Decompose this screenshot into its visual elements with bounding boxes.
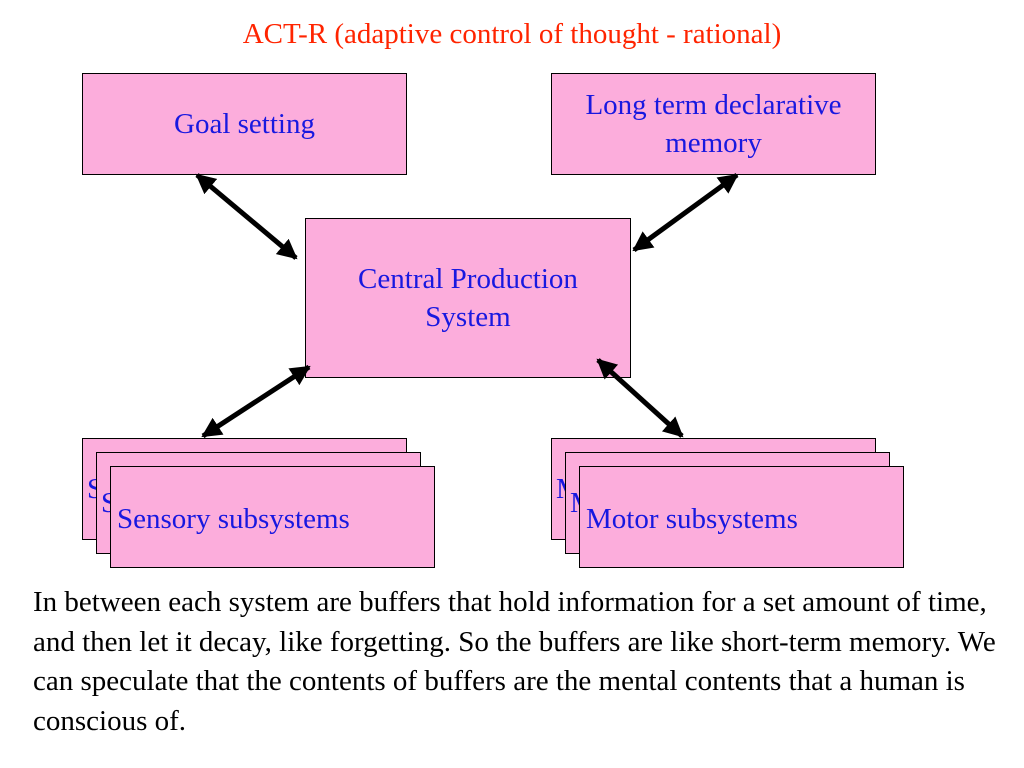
declarative-memory-box: Long term declarative memory (551, 73, 876, 175)
declarative-memory-label: Long term declarative memory (585, 88, 842, 159)
arrow-memory-to-central (632, 172, 739, 253)
arrow-central-to-sensory (201, 364, 311, 439)
sensory-subsystems-label: Sensory subsystems (117, 502, 350, 535)
explanation-paragraph: In between each system are buffers that … (33, 586, 996, 737)
slide-title: ACT-R (adaptive control of thought - rat… (242, 18, 782, 50)
goal-setting-label: Goal setting (174, 107, 315, 140)
sensory-subsystems-box: Sensory subsystems (110, 466, 435, 568)
arrow-central-to-motor (596, 358, 684, 438)
motor-subsystems-label: Motor subsystems (586, 502, 798, 535)
central-production-label: Central Production System (358, 262, 578, 333)
arrow-goal-to-central (195, 173, 298, 260)
motor-subsystems-box: Motor subsystems (579, 466, 904, 568)
goal-setting-box: Goal setting (82, 73, 407, 175)
central-production-box: Central Production System (305, 218, 631, 378)
